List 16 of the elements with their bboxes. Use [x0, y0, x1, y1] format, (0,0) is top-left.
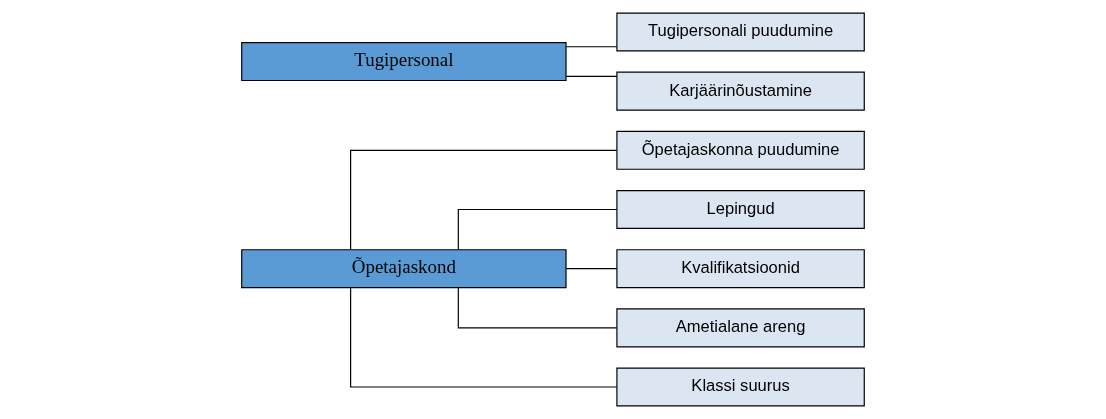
node-box: Ametialane areng — [616, 308, 865, 348]
connector — [565, 46, 618, 48]
connector — [350, 287, 618, 388]
node-box: Kvalifikatsioonid — [616, 249, 865, 289]
node-box: Tugipersonali puudumine — [616, 12, 865, 52]
connector — [350, 149, 618, 251]
connector — [457, 208, 618, 251]
connector — [565, 268, 618, 270]
node-box: Õpetajaskonna puudumine — [616, 130, 865, 170]
node-box: Tugipersonal — [241, 42, 567, 82]
node-box: Lepingud — [616, 189, 865, 230]
connector — [457, 287, 618, 329]
node-box: Õpetajaskond — [241, 249, 567, 289]
node-box: Klassi suurus — [616, 367, 865, 407]
connector — [565, 75, 618, 77]
node-box: Karjäärinõustamine — [616, 71, 865, 111]
